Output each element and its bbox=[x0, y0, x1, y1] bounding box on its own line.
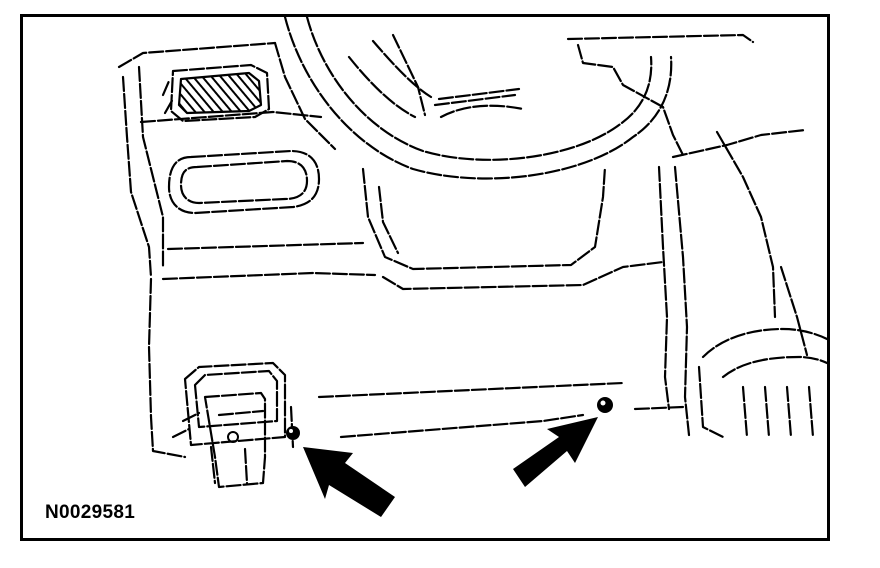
air-vent bbox=[161, 63, 271, 123]
figure-id-label: N0029581 bbox=[45, 502, 136, 523]
instrument-panel-drawing bbox=[117, 17, 827, 517]
steering-wheel bbox=[283, 17, 673, 180]
brake-handle-pivot bbox=[227, 431, 239, 443]
dash-opening bbox=[167, 149, 321, 215]
figure-frame: N0029581 bbox=[20, 14, 830, 541]
parking-brake-release bbox=[171, 361, 295, 489]
upper-dash-outline bbox=[117, 33, 807, 279]
arrow-right bbox=[513, 417, 598, 487]
lower-dash-panel bbox=[147, 130, 827, 459]
steering-column-shroud bbox=[161, 165, 665, 291]
arrow-left bbox=[303, 447, 395, 517]
fastener-right bbox=[597, 397, 613, 413]
fastener-left bbox=[286, 426, 300, 440]
